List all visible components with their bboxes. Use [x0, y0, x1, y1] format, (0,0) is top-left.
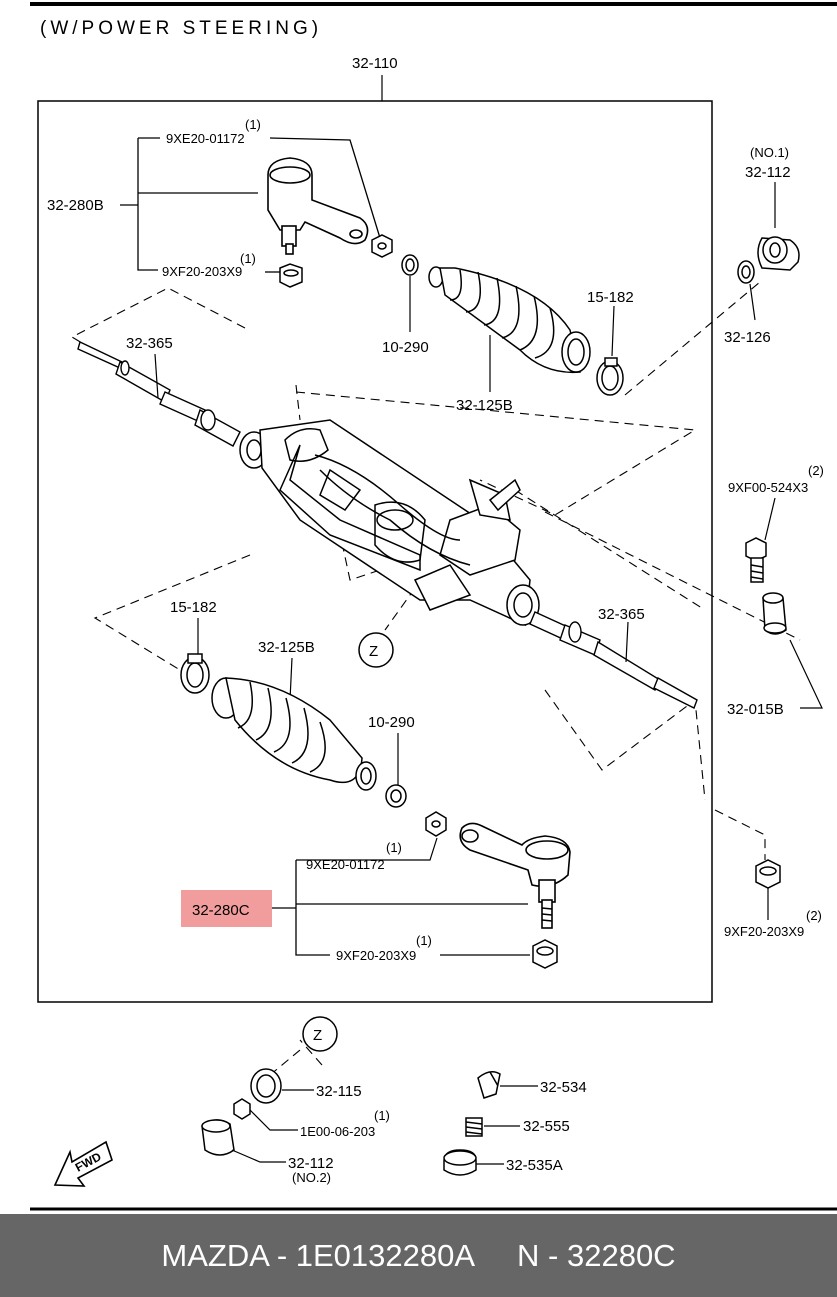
- label-32-280C[interactable]: 32-280C: [192, 902, 250, 919]
- label-15-182-top[interactable]: 15-182: [587, 289, 634, 306]
- diagram-title: (W/POWER STEERING): [40, 18, 322, 39]
- label-32-125B-top[interactable]: 32-125B: [456, 397, 513, 414]
- label-10-290-bottom[interactable]: 10-290: [368, 714, 415, 731]
- label-32-112-no2[interactable]: 32-112: [288, 1155, 334, 1172]
- clip-bottom[interactable]: [385, 784, 407, 808]
- label-9XF20-203X9-right[interactable]: 9XF20-203X9: [724, 924, 804, 939]
- label-32-534[interactable]: 32-534: [540, 1079, 587, 1096]
- boot-bottom[interactable]: [211, 677, 377, 791]
- nut-bottom-2[interactable]: [532, 939, 558, 969]
- label-32-535A[interactable]: 32-535A: [506, 1157, 563, 1174]
- label-10-290-top[interactable]: 10-290: [382, 339, 429, 356]
- label-32-110[interactable]: 32-110: [352, 55, 398, 72]
- mount-no1[interactable]: [757, 236, 800, 271]
- nut-top[interactable]: [371, 234, 393, 258]
- tie-rod-end-top[interactable]: [267, 157, 369, 255]
- tie-rod-end-bottom[interactable]: [459, 822, 571, 929]
- label-32-015B[interactable]: 32-015B: [727, 701, 784, 718]
- spring[interactable]: [465, 1117, 483, 1137]
- rack-housing[interactable]: [239, 419, 540, 627]
- label-9XE20-01172-bottom[interactable]: 9XE20-01172: [306, 857, 385, 872]
- detail-marker-z-2[interactable]: [302, 1016, 338, 1052]
- label-32-125B-bottom[interactable]: 32-125B: [258, 639, 315, 656]
- detail-marker-z[interactable]: [358, 632, 394, 668]
- plug[interactable]: [233, 1098, 251, 1120]
- cap[interactable]: [443, 1149, 477, 1176]
- mount-no2[interactable]: [201, 1119, 235, 1156]
- svg-text:(NO.1): (NO.1): [750, 145, 789, 160]
- tie-rod-top[interactable]: [77, 341, 241, 447]
- svg-text:(NO.2): (NO.2): [292, 1170, 331, 1185]
- svg-text:(2): (2): [806, 908, 822, 923]
- label-9XF20-203X9-top[interactable]: 9XF20-203X9: [162, 264, 242, 279]
- svg-text:(1): (1): [245, 117, 261, 132]
- boot-top[interactable]: [428, 266, 591, 374]
- nut-right[interactable]: [755, 859, 781, 889]
- dashed-guides: [70, 281, 801, 1076]
- bushing[interactable]: [762, 592, 787, 635]
- label-9XF20-203X9-bottom[interactable]: 9XF20-203X9: [336, 948, 416, 963]
- label-32-280B[interactable]: 32-280B: [47, 197, 104, 214]
- parts-diagram: (W/POWER STEERING) 32-110 32-280B (: [30, 2, 837, 1211]
- clamp-bottom[interactable]: [180, 653, 210, 694]
- label-15-182-bottom[interactable]: 15-182: [170, 599, 217, 616]
- svg-text:(1): (1): [386, 840, 402, 855]
- label-32-112-no1[interactable]: 32-112: [745, 164, 791, 181]
- label-32-365-top[interactable]: 32-365: [126, 335, 173, 352]
- seal[interactable]: [250, 1068, 282, 1104]
- clip-top[interactable]: [401, 254, 419, 276]
- label-32-115[interactable]: 32-115: [316, 1083, 362, 1100]
- fwd-arrow-icon: FWD: [53, 1140, 113, 1187]
- nut-top-2[interactable]: [279, 263, 303, 288]
- svg-text:Z: Z: [313, 1027, 322, 1044]
- washer[interactable]: [737, 260, 755, 284]
- label-9XE20-01172-top[interactable]: 9XE20-01172: [166, 131, 245, 146]
- bolt[interactable]: [745, 537, 767, 583]
- label-32-555[interactable]: 32-555: [523, 1118, 570, 1135]
- yoke[interactable]: [477, 1071, 501, 1099]
- label-32-365-right[interactable]: 32-365: [598, 606, 645, 623]
- svg-text:(1): (1): [416, 933, 432, 948]
- label-1E00-06-203[interactable]: 1E00-06-203: [300, 1124, 375, 1139]
- label-32-126[interactable]: 32-126: [724, 329, 771, 346]
- svg-text:(1): (1): [240, 251, 256, 266]
- assembly-frame: [37, 100, 713, 1003]
- nut-bottom[interactable]: [425, 811, 447, 837]
- svg-text:Z: Z: [369, 643, 378, 660]
- footer-part-number: N - 32280C: [517, 1237, 676, 1273]
- svg-text:(2): (2): [808, 463, 824, 478]
- clamp-top[interactable]: [596, 357, 624, 396]
- label-9XF00-524X3[interactable]: 9XF00-524X3: [728, 480, 808, 495]
- highlight-32-280C[interactable]: [181, 890, 272, 927]
- footer-bar: MAZDA - 1E0132280A N - 32280C: [0, 1214, 837, 1297]
- footer-brand-part: MAZDA - 1E0132280A: [161, 1237, 476, 1273]
- svg-text:(1): (1): [374, 1108, 390, 1123]
- tie-rod-right[interactable]: [529, 611, 698, 709]
